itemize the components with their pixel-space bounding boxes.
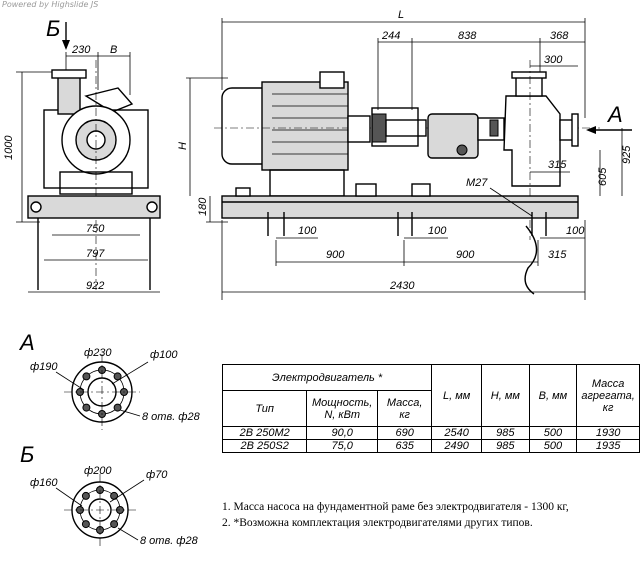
view-b-label: Б <box>46 16 60 41</box>
table-row: 2В 250М2 90,0 690 2540 985 500 1930 <box>221 426 640 440</box>
flange-a-holes: 8 отв. ф28 <box>142 411 201 423</box>
motor-header: Электродвигатель * <box>221 364 433 391</box>
section-a-label: A <box>18 330 35 355</box>
cell-mass: 690 <box>377 426 433 440</box>
cell-b: 500 <box>528 426 578 440</box>
col-h-header: H, мм <box>481 364 530 427</box>
dim-100-b: 100 <box>428 225 447 237</box>
dim-315-lower: 315 <box>548 249 567 261</box>
dim-1000: 1000 <box>3 135 15 160</box>
notes: 1. Масса насоса на фундаментной раме без… <box>222 499 569 531</box>
flange-b-mid-dia: ф200 <box>84 465 112 477</box>
motor-terminal-box <box>319 71 345 89</box>
note-1: 1. Масса насоса на фундаментной раме без… <box>222 501 569 513</box>
cell-l: 2490 <box>431 439 483 453</box>
flange-a-outer-dia: ф190 <box>30 361 58 373</box>
pump-casing <box>503 95 561 187</box>
table-row: 2В 250S2 75,0 635 2490 985 500 1935 <box>221 439 640 453</box>
flange-a-inner-dia: ф100 <box>150 349 178 361</box>
dim-368: 368 <box>550 30 569 42</box>
flange-b-outer-dia: ф160 <box>30 477 58 489</box>
dim-100-a: 100 <box>298 225 317 237</box>
cell-b: 500 <box>528 439 578 453</box>
note-2: 2. *Возможна комплектация электродвигате… <box>222 517 533 529</box>
dim-2430: 2430 <box>389 280 415 292</box>
foundation-frame <box>221 195 579 219</box>
dim-315-upper: 315 <box>548 159 567 171</box>
cell-type: 2В 250М2 <box>221 426 308 440</box>
dim-797: 797 <box>86 248 105 260</box>
cell-power: 90,0 <box>306 426 379 440</box>
cell-h: 985 <box>481 439 530 453</box>
view-a-arrow-label: A <box>606 102 623 127</box>
dim-h: H <box>177 142 189 150</box>
dim-100-c: 100 <box>566 225 585 237</box>
electric-motor <box>261 81 349 171</box>
flange-a-mid-dia: ф230 <box>84 347 112 359</box>
col-power-header: Мощность, N, кВт <box>306 390 379 427</box>
cell-l: 2540 <box>431 426 483 440</box>
motor-feet <box>269 169 345 197</box>
dim-180: 180 <box>197 197 209 216</box>
cell-mass: 635 <box>377 439 433 453</box>
flange-a-view: A ф230 ф190 ф100 8 отв. ф28 <box>18 330 201 430</box>
coupling <box>371 113 387 143</box>
col-mass-header: Масса, кг <box>377 390 433 427</box>
dim-900-b: 900 <box>456 249 475 261</box>
side-view: Б 230 B 1000 750 797 <box>3 16 161 293</box>
cell-h: 985 <box>481 426 530 440</box>
dim-750: 750 <box>86 223 105 235</box>
dim-b: B <box>110 44 117 56</box>
section-b-label: Б <box>20 442 34 467</box>
cell-power: 75,0 <box>306 439 379 453</box>
cell-unit-mass: 1930 <box>576 426 640 440</box>
dim-l: L <box>398 9 404 21</box>
flange-b-inner-dia: ф70 <box>146 469 168 481</box>
watermark: Powered by Highslide JS <box>2 0 99 9</box>
dim-244: 244 <box>381 30 400 42</box>
col-l-header: L, мм <box>431 364 483 427</box>
dim-230: 230 <box>71 44 91 56</box>
dim-925: 925 <box>621 145 633 164</box>
view-b-arrowhead <box>62 40 70 50</box>
pump-discharge <box>515 75 543 97</box>
bearing-housing <box>427 113 479 159</box>
spec-table: Электродвигатель * L, мм H, мм B, мм Мас… <box>221 364 640 453</box>
col-unit-mass-header: Масса агрегата, кг <box>576 364 640 427</box>
dim-900-a: 900 <box>326 249 345 261</box>
flange-b-holes: 8 отв. ф28 <box>140 535 199 547</box>
col-b-header: B, мм <box>528 364 578 427</box>
cell-unit-mass: 1935 <box>576 439 640 453</box>
dim-300: 300 <box>544 54 563 66</box>
side-discharge-nozzle <box>57 75 81 115</box>
flange-b-view: Б ф200 ф160 ф70 8 отв. ф28 <box>20 442 199 547</box>
dim-922: 922 <box>86 280 104 292</box>
cell-type: 2В 250S2 <box>221 439 308 453</box>
dim-838: 838 <box>458 30 477 42</box>
col-type-header: Тип <box>221 390 308 427</box>
dim-605: 605 <box>597 167 609 186</box>
m27-callout: M27 <box>466 177 488 189</box>
front-view: L 244 838 368 300 H 180 <box>177 9 633 300</box>
side-base-frame <box>27 195 161 219</box>
